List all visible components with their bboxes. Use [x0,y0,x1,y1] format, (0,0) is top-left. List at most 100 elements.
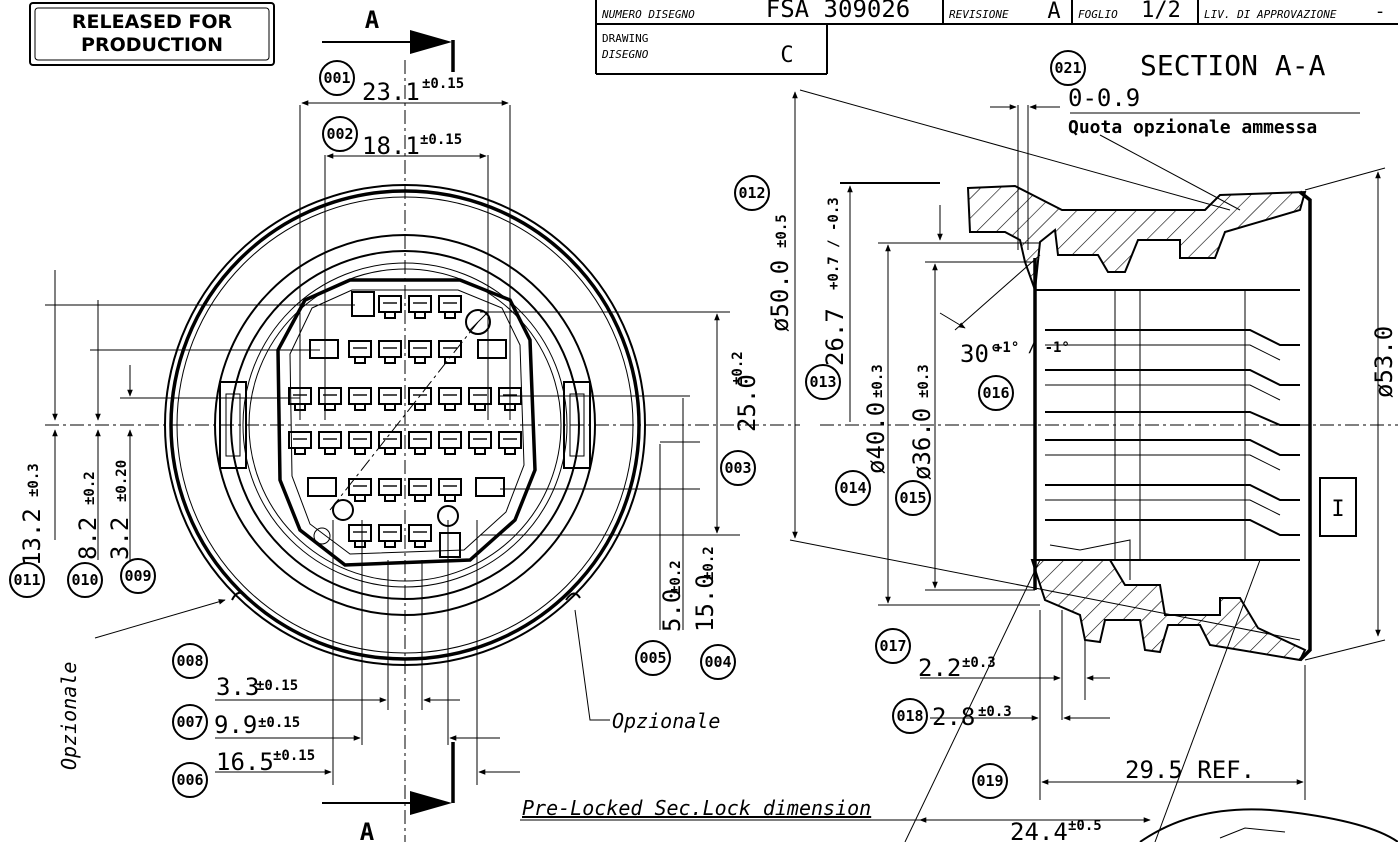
svg-text:019: 019 [976,772,1003,790]
svg-text:±0.15: ±0.15 [422,76,464,92]
svg-text:±0.20: ±0.20 [114,460,130,502]
svg-text:±0.3: ±0.3 [962,655,996,671]
svg-text:ø40.0: ø40.0 [862,402,890,474]
dim-diameter-53: ø53.0 [1370,326,1398,398]
dim-021: 021 0-0.9 [1050,50,1140,112]
released-stamp: RELEASED FOR PRODUCTION [29,2,275,66]
dim-011: 011 13.2 ±0.3 [9,463,46,598]
connector-insert [276,278,537,567]
svg-text:008: 008 [176,652,203,670]
drawing-label-it: DISEGNO [601,48,649,61]
svg-text:13.2: 13.2 [18,508,46,566]
svg-text:003: 003 [724,459,751,477]
drawing-label-en: DRAWING [602,32,648,45]
dim-015: 015 ø36.0 ±0.3 [895,364,936,516]
svg-text:26.7: 26.7 [821,308,849,366]
svg-text:001: 001 [323,69,350,87]
svg-text:3.3: 3.3 [216,673,259,701]
svg-text:15.0: 15.0 [691,574,719,632]
svg-text:±0.5: ±0.5 [774,214,790,248]
dim-012: 012 ø50.0 ±0.5 [734,175,794,332]
dim-001: 001 23.1 ±0.15 [319,60,464,106]
svg-text:009: 009 [124,567,151,585]
section-marker-bottom: A [322,742,455,842]
latch-left [219,381,247,469]
svg-text:012: 012 [738,184,765,202]
svg-text:3.2: 3.2 [106,517,134,560]
dim-017: 017 2.2 ±0.3 [875,628,996,682]
svg-text:±0.15: ±0.15 [256,678,298,694]
svg-text:±0.3: ±0.3 [916,364,932,398]
svg-text:018: 018 [896,707,923,725]
svg-text:±0.5: ±0.5 [1068,818,1102,834]
svg-text:017: 017 [879,637,906,655]
svg-text:23.1: 23.1 [362,78,420,106]
front-face [1298,190,1312,662]
section-dimensions [520,89,1398,842]
svg-text:011: 011 [13,571,40,589]
latch-right [563,381,591,469]
svg-text:ø36.0: ø36.0 [908,408,936,480]
section-title: SECTION A-A [1140,49,1326,82]
dim-010: 010 8.2 ±0.2 [67,471,103,598]
revisione-label: REVISIONE [949,8,1009,21]
svg-text:±0.3: ±0.3 [870,364,886,398]
opzionale-note-left: Opzionale [57,662,81,770]
svg-text:±0.2: ±0.2 [730,351,746,385]
notes: SECTION A-A Quota opzionale ammessa Opzi… [57,49,1326,821]
optional-dimension-note: Quota opzionale ammessa [1068,117,1317,138]
detail-circle [1139,808,1398,842]
svg-text:007: 007 [176,713,203,731]
dim-005: 005 5.0 ±0.2 [635,560,686,676]
svg-text:±0.15: ±0.15 [273,748,315,764]
ref-box-label: I [1331,497,1344,522]
drawing-value: C [780,43,793,68]
dim-002: 002 18.1 ±0.15 [322,116,462,160]
stamp-line2: PRODUCTION [81,34,223,56]
front-dimensions [45,100,740,785]
svg-text:±0.2: ±0.2 [701,546,717,580]
dim-014: 014 ø40.0 ±0.3 [835,364,890,506]
svg-text:±0.2: ±0.2 [668,560,684,594]
ref-box [1319,477,1357,537]
svg-text:2.2: 2.2 [918,654,961,682]
section-arrow-top-icon [410,30,452,54]
pre-locked-note: Pre-Locked Sec.Lock dimension [522,796,871,820]
section-view: I [820,184,1398,662]
svg-text:010: 010 [71,571,98,589]
svg-text:014: 014 [839,479,866,497]
drawing-number: FSA 309026 [766,0,911,23]
dim-003: 003 25.0 ±0.2 [720,351,761,486]
sheet-value: 1/2 [1141,0,1181,23]
front-view [45,60,800,842]
svg-text:24.4: 24.4 [1010,818,1068,842]
dim-016: 016 30° +1° / -1° [960,340,1070,411]
dim-007: 007 9.9 ±0.15 [172,704,300,740]
title-block: NUMERO DISEGNO FSA 309026 REVISIONE A FO… [595,0,1398,75]
svg-text:±0.3: ±0.3 [26,463,42,497]
dimension-labels: 001 23.1 ±0.15 002 18.1 ±0.15 003 25.0 ±… [9,50,1398,842]
dim-004: 004 15.0 ±0.2 [691,546,736,680]
svg-text:±0.15: ±0.15 [420,132,462,148]
svg-text:ø50.0: ø50.0 [766,260,794,332]
svg-text:016: 016 [982,384,1009,402]
svg-text:006: 006 [176,771,203,789]
section-letter-bottom: A [360,818,375,842]
dim-006: 006 16.5 ±0.15 [172,748,315,798]
svg-text:+1° / -1°: +1° / -1° [994,340,1070,356]
svg-text:8.2: 8.2 [74,517,102,560]
dim-29-5-ref: 29.5 REF. [1125,756,1255,784]
revision-value: A [1047,0,1060,24]
section-arrow-bottom-icon [410,791,452,815]
svg-text:013: 013 [809,373,836,391]
dim-009: 009 3.2 ±0.20 [106,460,156,594]
svg-text:±0.15: ±0.15 [258,715,300,731]
stamp-line1: RELEASED FOR [72,11,233,33]
svg-text:±0.3: ±0.3 [978,704,1012,720]
svg-text:25.0: 25.0 [733,374,761,432]
svg-text:16.5: 16.5 [216,748,274,776]
numero-disegno-label: NUMERO DISEGNO [601,8,695,21]
section-marker-top: A [322,6,455,72]
foglio-label: FOGLIO [1078,8,1118,21]
